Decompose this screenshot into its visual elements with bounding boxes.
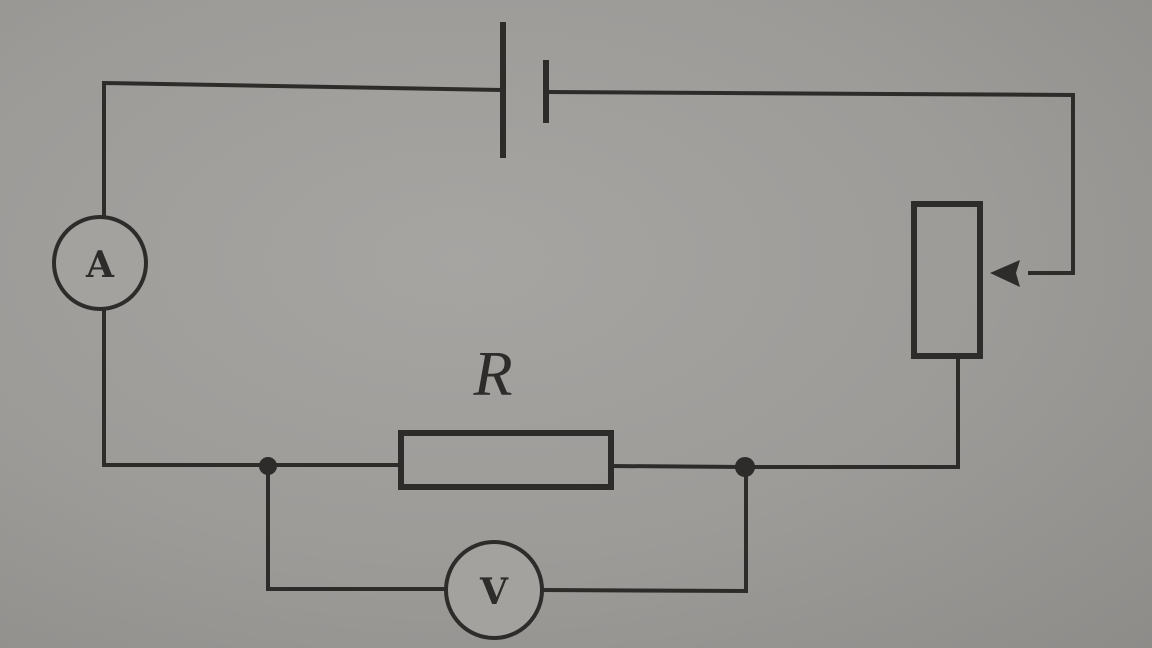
resistor-label: R xyxy=(472,338,512,409)
wire-top-right xyxy=(545,89,1075,275)
junction-nodes xyxy=(259,457,755,477)
ammeter-label: A xyxy=(85,244,115,286)
wire-resistor-right-lead xyxy=(608,463,745,470)
wire-right-bottom xyxy=(740,356,960,469)
wire-left xyxy=(102,306,270,467)
resistor-body xyxy=(398,430,614,490)
ammeter: A xyxy=(52,215,148,311)
wire-top-left xyxy=(102,80,503,220)
battery xyxy=(500,22,549,158)
resistor: R xyxy=(398,338,614,490)
rheostat-body xyxy=(911,201,983,359)
junction-node-left xyxy=(259,457,277,475)
wires xyxy=(102,80,1075,594)
rheostat-slider-arrow-icon xyxy=(990,260,1020,287)
ammeter-circle xyxy=(52,215,148,311)
junction-node-right xyxy=(735,457,755,477)
voltmeter-circle xyxy=(444,540,544,640)
wire-voltmeter-left xyxy=(266,463,448,591)
rheostat xyxy=(911,201,1020,359)
voltmeter: V xyxy=(444,540,544,640)
voltmeter-label: V xyxy=(479,571,509,613)
wire-voltmeter-right xyxy=(540,465,748,594)
